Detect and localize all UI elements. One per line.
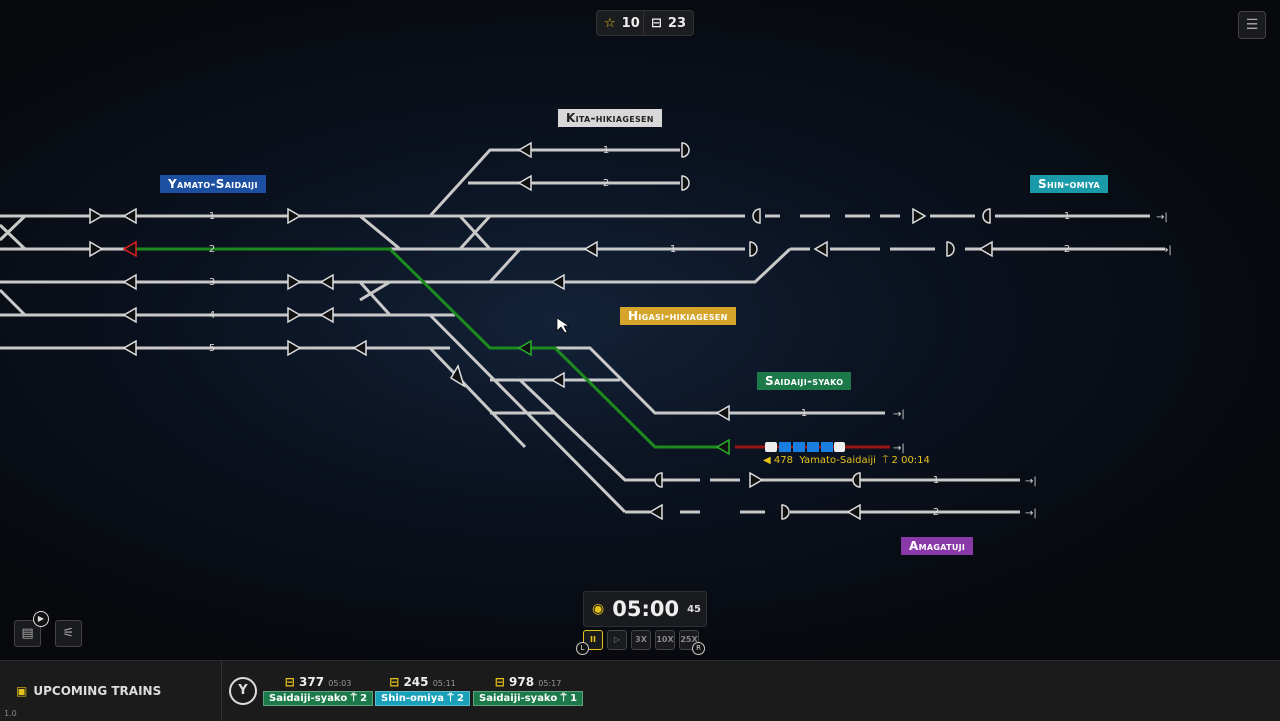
svg-text:→|: →| bbox=[893, 443, 905, 454]
speed-3x-button[interactable]: 3X bbox=[631, 630, 651, 650]
yamato-track-2: 2 bbox=[209, 244, 215, 255]
amaga-track-1: 1 bbox=[933, 475, 939, 486]
record-icon: ◉ bbox=[592, 601, 605, 617]
station-label-yamato[interactable]: Yamato-Saidaiji bbox=[160, 175, 266, 193]
stars-counter: ☆ 10 bbox=[596, 10, 648, 36]
yamato-track-3: 3 bbox=[209, 277, 215, 288]
station-label-higasi[interactable]: Higasi-hikiagesen bbox=[620, 307, 736, 325]
mouse-cursor bbox=[556, 317, 571, 334]
signals[interactable] bbox=[89, 141, 993, 521]
amaga-track-2: 2 bbox=[933, 507, 939, 518]
hotkey-l: L bbox=[576, 642, 589, 655]
higasi-track-1: 1 bbox=[670, 244, 676, 255]
stars-value: 10 bbox=[621, 15, 640, 31]
kita-track-1: 1 bbox=[603, 145, 609, 156]
svg-text:→|: →| bbox=[1156, 212, 1168, 223]
train-icon: ⊟ bbox=[284, 675, 295, 689]
clock-time: 05:00 bbox=[612, 597, 680, 621]
train-icon: ⊟ bbox=[651, 15, 662, 31]
version: 1.0 bbox=[4, 709, 17, 718]
train-info: ◀ 478 Yamato-Saidaiji ⍑ 2 00:14 bbox=[763, 455, 930, 466]
station-label-kita[interactable]: Kita-hikiagesen bbox=[558, 109, 662, 127]
clock: ◉ 05:00 45 bbox=[583, 591, 707, 627]
clock-seconds: 45 bbox=[687, 603, 701, 615]
trains-value: 23 bbox=[667, 15, 686, 31]
platform-icon: ⍑ bbox=[882, 455, 889, 466]
key-y-hint[interactable]: Y bbox=[229, 677, 257, 705]
station-label-syako[interactable]: Saidaiji-syako bbox=[757, 372, 852, 390]
kita-track-2: 2 bbox=[603, 178, 609, 189]
tracks bbox=[0, 148, 1165, 514]
shin-track-1: 1 bbox=[1064, 211, 1070, 222]
track-numbers: 1 2 3 4 5 1 2 1 1 2 1 1 2 bbox=[209, 145, 1070, 518]
menu-button[interactable]: ☰ bbox=[1238, 11, 1266, 39]
track-map[interactable]: 1 2 3 4 5 1 2 1 1 2 1 1 2 →| →| →| →| →| →| bbox=[0, 0, 1280, 660]
svg-text:→|: →| bbox=[1025, 508, 1037, 519]
train-platform: 2 bbox=[891, 455, 898, 466]
syako-track-1: 1 bbox=[801, 408, 807, 419]
train-icon: ⊟ bbox=[389, 675, 400, 689]
yamato-track-5: 5 bbox=[209, 343, 215, 354]
train-number: 478 bbox=[773, 455, 793, 466]
station-label-shin[interactable]: Shin-omiya bbox=[1030, 175, 1108, 193]
hotkey-r: R bbox=[692, 642, 705, 655]
svg-text:→|: →| bbox=[1160, 245, 1172, 256]
upcoming-title: UPCOMING TRAINS bbox=[33, 684, 162, 698]
svg-text:→|: →| bbox=[1025, 476, 1037, 487]
svg-text:→|: →| bbox=[893, 409, 905, 420]
track-end-markers: →| →| →| →| →| →| bbox=[893, 212, 1172, 519]
train-478[interactable] bbox=[765, 442, 845, 452]
yamato-track-4: 4 bbox=[209, 310, 215, 321]
document-icon: ▣ bbox=[16, 684, 28, 698]
star-icon: ☆ bbox=[604, 15, 616, 31]
settings-button[interactable]: ⚟ bbox=[55, 620, 82, 647]
play-button[interactable]: ▷ bbox=[607, 630, 627, 650]
speed-10x-button[interactable]: 10X bbox=[655, 630, 675, 650]
shin-track-2: 2 bbox=[1064, 244, 1070, 255]
trains-counter: ⊟ 23 bbox=[643, 10, 694, 36]
play-tutorial-icon[interactable]: ▶ bbox=[33, 611, 49, 627]
upcoming-trains-header[interactable]: ▣ UPCOMING TRAINS bbox=[0, 661, 222, 721]
train-destination: Yamato-Saidaiji bbox=[799, 455, 876, 466]
station-label-amaga[interactable]: Amagatuji bbox=[901, 537, 974, 555]
yamato-track-1: 1 bbox=[209, 211, 215, 222]
pause-button[interactable]: II bbox=[583, 630, 603, 650]
train-time: 00:14 bbox=[901, 455, 930, 466]
train-icon: ⊟ bbox=[494, 675, 505, 689]
